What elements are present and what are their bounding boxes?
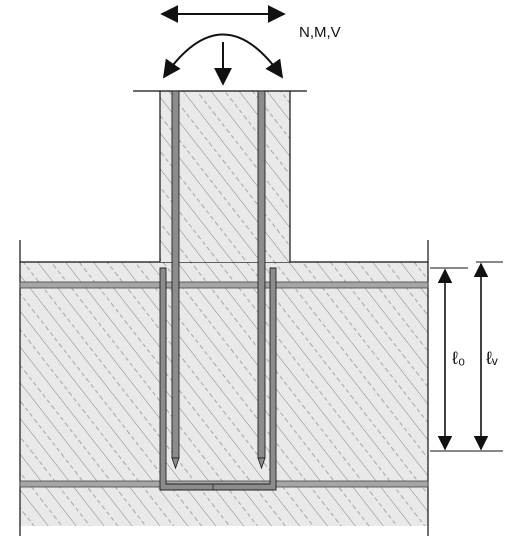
l0-label: ℓ₀ bbox=[452, 348, 465, 368]
foundation-block bbox=[19, 240, 429, 536]
top-rebar-band bbox=[19, 281, 429, 289]
column-rebar-right bbox=[257, 90, 266, 470]
moment-arrow bbox=[162, 33, 284, 79]
load-label: N,M,V bbox=[299, 24, 341, 41]
anchorage-sleeve bbox=[159, 267, 277, 491]
column-rebar-left bbox=[171, 90, 180, 470]
load-arrows bbox=[160, 5, 286, 86]
column bbox=[133, 90, 307, 262]
lv-label: ℓᵥ bbox=[486, 348, 498, 368]
dimensions bbox=[430, 261, 503, 452]
